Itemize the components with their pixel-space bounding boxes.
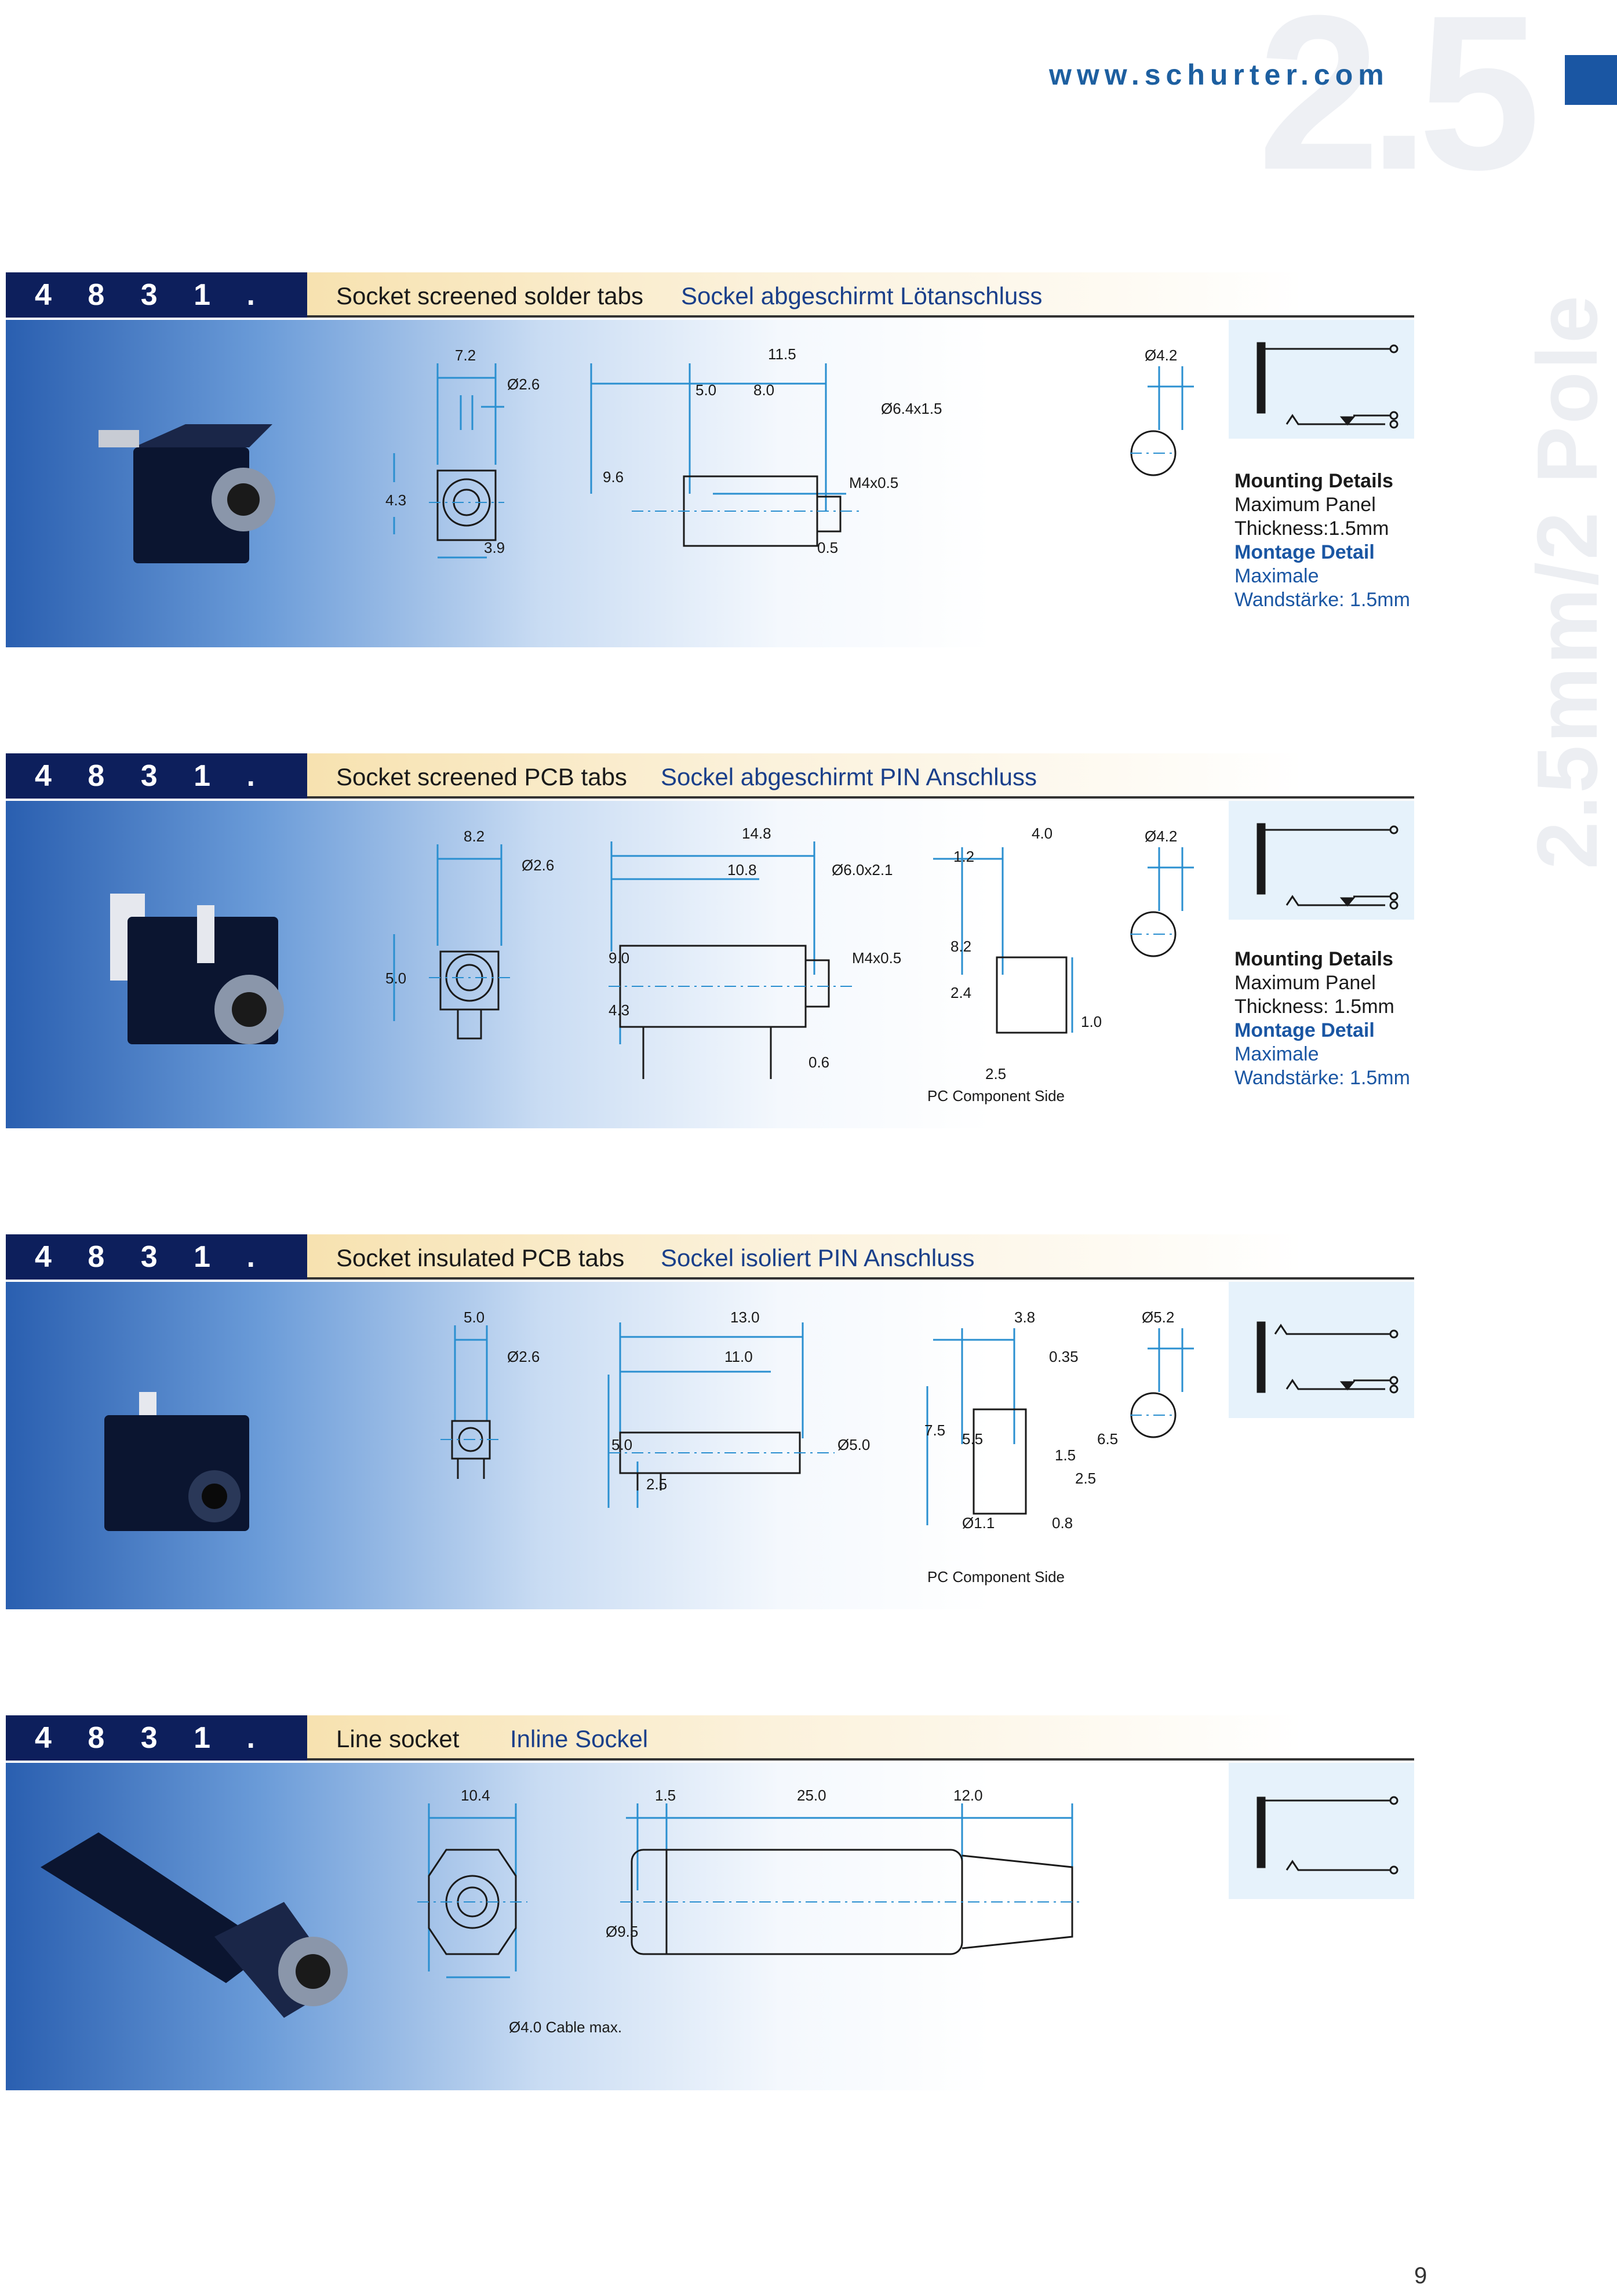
dim-label: 3.9 [484, 539, 505, 556]
product-photo [104, 1392, 249, 1531]
dim-label: Ø6.4x1.5 [881, 400, 942, 417]
dim-label: M4x0.5 [852, 949, 901, 967]
dim-label: 5.0 [464, 1309, 485, 1326]
product-panel: 10.4 Ø9.5 Ø4.0 Cable max. 1.5 25.0 12.0 [6, 1763, 1414, 2090]
dim-label: 11.5 [768, 345, 796, 363]
description-en: Line socket [336, 1725, 460, 1752]
website-url[interactable]: www.schurter.com [1049, 59, 1389, 91]
product-panel: 7.2 Ø2.6 4.3 3.9 11.5 5.0 8.0 Ø6.4x1.5 9… [6, 320, 1414, 647]
dim-label: 0.8 [1052, 1514, 1073, 1532]
drawing-caption: PC Component Side [927, 1568, 1065, 1586]
schematic-symbol [1229, 801, 1414, 920]
dim-label: 25.0 [797, 1787, 826, 1804]
dim-label: 11.0 [724, 1348, 753, 1365]
dim-label: 4.0 [1032, 825, 1052, 842]
dim-label: Ø4.0 Cable max. [509, 2018, 622, 2036]
mounting-details: Mounting Details Maximum Panel Thickness… [1234, 470, 1410, 611]
dim-label: 9.0 [609, 949, 629, 967]
description-en: Socket insulated PCB tabs [336, 1244, 625, 1271]
dimension-drawing: 5.0 Ø2.6 13.0 11.0 5.0 Ø5.0 2.5 3.8 0.35… [440, 1309, 1194, 1586]
description-de: Sockel isoliert PIN Anschluss [661, 1244, 975, 1271]
part-number: 4 8 3 1 . 2 2 3 0 [6, 1234, 307, 1319]
dim-label: 5.0 [385, 970, 406, 987]
product-panel: 5.0 Ø2.6 13.0 11.0 5.0 Ø5.0 2.5 3.8 0.35… [6, 1282, 1414, 1609]
dim-label: Ø9.5 [606, 1923, 638, 1940]
dim-label: Ø5.0 [837, 1436, 870, 1453]
dim-label: 0.5 [817, 539, 838, 556]
schematic-symbol [1229, 1763, 1414, 1899]
dim-label: 5.0 [611, 1436, 632, 1453]
dim-label: Ø2.6 [507, 376, 540, 393]
part-number: 4 8 3 1 . 3 2 0 0 [6, 1715, 307, 1800]
dim-label: 6.5 [1097, 1430, 1118, 1448]
dim-label: 7.5 [924, 1422, 945, 1439]
dim-label: Ø5.2 [1142, 1309, 1174, 1326]
dim-label: Ø4.2 [1145, 347, 1177, 364]
dim-label: 2.5 [646, 1475, 667, 1493]
page-number: 9 [1414, 2263, 1427, 2288]
dim-label: Ø1.1 [962, 1514, 995, 1532]
mounting-details: Mounting Details Maximum Panel Thickness… [1234, 948, 1410, 1089]
dim-label: Ø4.2 [1145, 828, 1177, 845]
dim-label: 3.8 [1014, 1309, 1035, 1326]
description-bar: Socket insulated PCB tabs Sockel isolier… [307, 1234, 1414, 1280]
description-bar: Socket screened solder tabs Sockel abges… [307, 272, 1414, 318]
dim-label: 12.0 [953, 1787, 983, 1804]
dim-label: 14.8 [742, 825, 771, 842]
dim-label: 10.8 [727, 861, 757, 879]
dim-label: 4.3 [609, 1001, 629, 1019]
schematic-symbol [1229, 1282, 1414, 1418]
chapter-number: 2.5 [1258, 0, 1540, 216]
dimension-drawing: 8.2 Ø2.6 5.0 14.8 10.8 Ø6.0x2.1 9.0 M4x0… [385, 825, 1194, 1105]
dim-label: 13.0 [730, 1309, 760, 1326]
part-number: 4 8 3 1 . 2 2 0 0 [6, 272, 307, 357]
product-photo [99, 424, 275, 563]
dimension-drawing: 10.4 Ø9.5 Ø4.0 Cable max. 1.5 25.0 12.0 [417, 1787, 1084, 2036]
dim-label: 2.4 [950, 984, 971, 1001]
dim-label: 8.0 [753, 381, 774, 399]
dim-label: Ø6.0x2.1 [832, 861, 893, 879]
dim-label: 10.4 [461, 1787, 490, 1804]
dim-label: 5.5 [962, 1430, 983, 1448]
dim-label: 2.5 [1075, 1470, 1096, 1487]
description-en: Socket screened solder tabs [336, 282, 643, 309]
dim-label: 1.2 [953, 848, 974, 865]
description-bar: Socket screened PCB tabs Sockel abgeschi… [307, 753, 1414, 799]
dim-label: 4.3 [385, 491, 406, 509]
dim-label: M4x0.5 [849, 474, 898, 491]
dim-label: 2.5 [985, 1065, 1006, 1083]
description-de: Sockel abgeschirmt Lötanschluss [681, 282, 1043, 309]
dim-label: 8.2 [950, 938, 971, 955]
dim-label: Ø2.6 [507, 1348, 540, 1365]
drawing-caption: PC Component Side [927, 1087, 1065, 1105]
dim-label: 8.2 [464, 828, 485, 845]
dim-label: 1.5 [1055, 1446, 1076, 1464]
description-de: Sockel abgeschirmt PIN Anschluss [661, 763, 1037, 790]
dim-label: 0.6 [808, 1054, 829, 1071]
dim-label: 9.6 [603, 468, 624, 486]
description-bar: Line socket Inline Sockel [307, 1715, 1414, 1761]
dimension-drawing: 7.2 Ø2.6 4.3 3.9 11.5 5.0 8.0 Ø6.4x1.5 9… [385, 345, 1194, 559]
description-en: Socket screened PCB tabs [336, 763, 627, 790]
dim-label: Ø2.6 [522, 857, 554, 874]
description-de: Inline Sockel [510, 1725, 649, 1752]
dim-label: 1.0 [1081, 1013, 1102, 1030]
part-number: 4 8 3 1 . 2 2 2 0 [6, 753, 307, 838]
dim-label: 0.35 [1049, 1348, 1079, 1365]
dim-label: 1.5 [655, 1787, 676, 1804]
chapter-marker [1565, 55, 1617, 105]
side-title: 2.5mm/2 Pole [1520, 293, 1615, 869]
product-panel: 8.2 Ø2.6 5.0 14.8 10.8 Ø6.0x2.1 9.0 M4x0… [6, 801, 1414, 1128]
product-photo [110, 894, 284, 1044]
dim-label: 5.0 [695, 381, 716, 399]
product-photo [41, 1832, 348, 2018]
dim-label: 7.2 [455, 347, 476, 364]
schematic-symbol [1229, 320, 1414, 439]
